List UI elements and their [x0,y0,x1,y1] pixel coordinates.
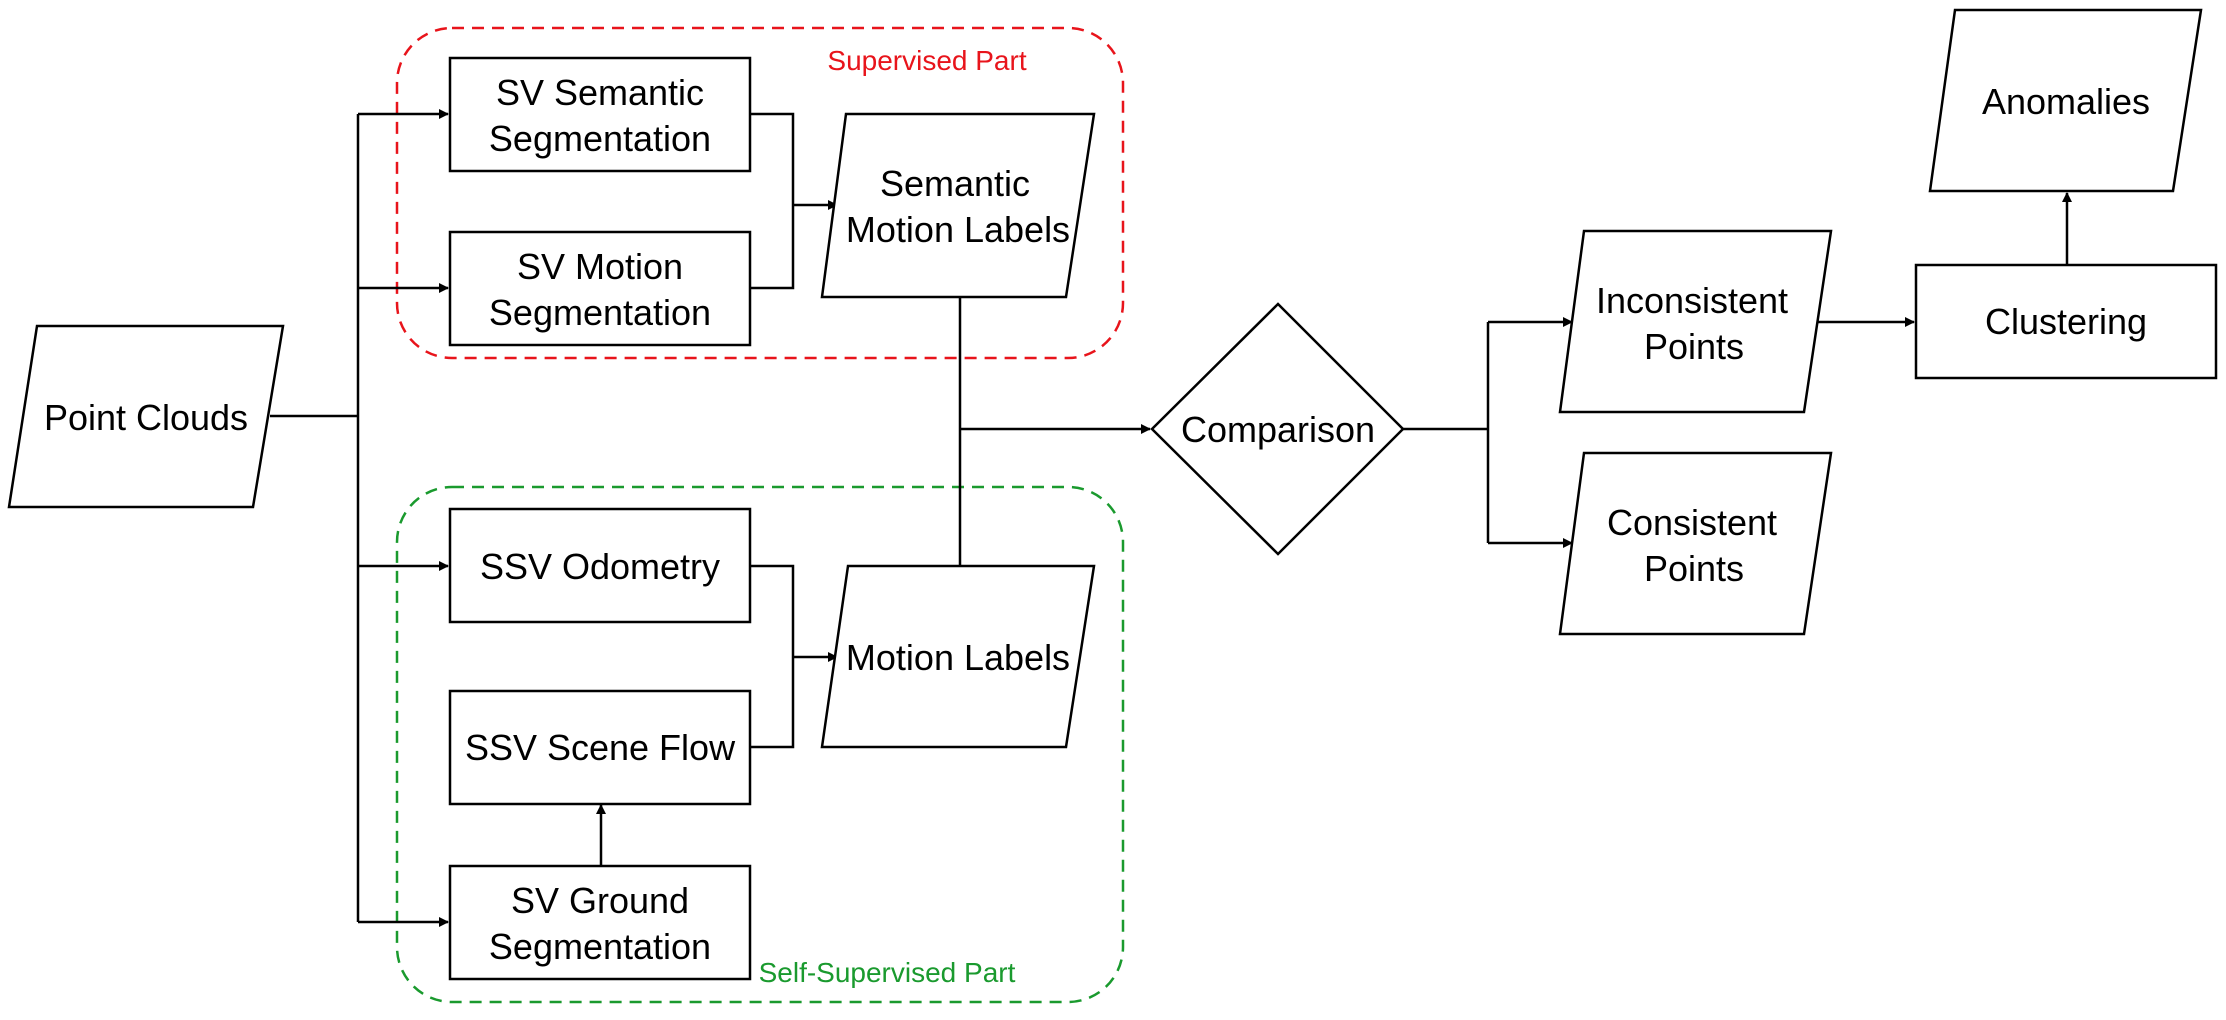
anomalies-label: Anomalies [1982,81,2150,122]
edges [270,109,2072,927]
inconsistent-points-line2: Points [1644,326,1744,367]
motion-labels-node: Motion Labels [820,564,1096,749]
anomalies-node: Anomalies [1928,8,2203,193]
comparison-node: Comparison [1150,302,1405,556]
semantic-motion-labels-line2: Motion Labels [846,209,1070,250]
consistent-points-line1: Consistent [1607,502,1777,543]
sv-motion-segmentation-line2: Segmentation [489,292,711,333]
ssv-scene-flow-node: SSV Scene Flow [448,689,752,806]
sv-motion-segmentation-line1: SV Motion [517,246,683,287]
sv-ground-segmentation-node: SV Ground Segmentation [448,864,752,981]
inconsistent-points-line1: Inconsistent [1596,280,1788,321]
semantic-motion-labels-node: Semantic Motion Labels [820,112,1096,299]
sv-ground-segmentation-line1: SV Ground [511,880,689,921]
supervised-part-label: Supervised Part [827,45,1026,76]
point-clouds-node: Point Clouds [7,324,285,509]
supervised-part-group [395,26,1125,360]
sv-ground-segmentation-line2: Segmentation [489,926,711,967]
sv-semantic-segmentation-line1: SV Semantic [496,72,704,113]
consistent-points-line2: Points [1644,548,1744,589]
semantic-motion-labels-line1: Semantic [880,163,1030,204]
ssv-odometry-label: SSV Odometry [480,546,720,587]
self-supervised-part-group [395,485,1125,1004]
sv-motion-segmentation-node: SV Motion Segmentation [448,230,752,347]
ssv-odometry-node: SSV Odometry [448,507,752,624]
clustering-label: Clustering [1985,301,2147,342]
point-clouds-label: Point Clouds [44,397,248,438]
clustering-node: Clustering [1914,263,2218,380]
self-supervised-part-label: Self-Supervised Part [759,957,1016,988]
ssv-scene-flow-label: SSV Scene Flow [465,727,736,768]
motion-labels-label: Motion Labels [846,637,1070,678]
sv-semantic-segmentation-node: SV Semantic Segmentation [448,56,752,173]
consistent-points-node: Consistent Points [1558,451,1833,636]
comparison-label: Comparison [1181,409,1375,450]
sv-semantic-segmentation-line2: Segmentation [489,118,711,159]
inconsistent-points-node: Inconsistent Points [1558,229,1833,414]
